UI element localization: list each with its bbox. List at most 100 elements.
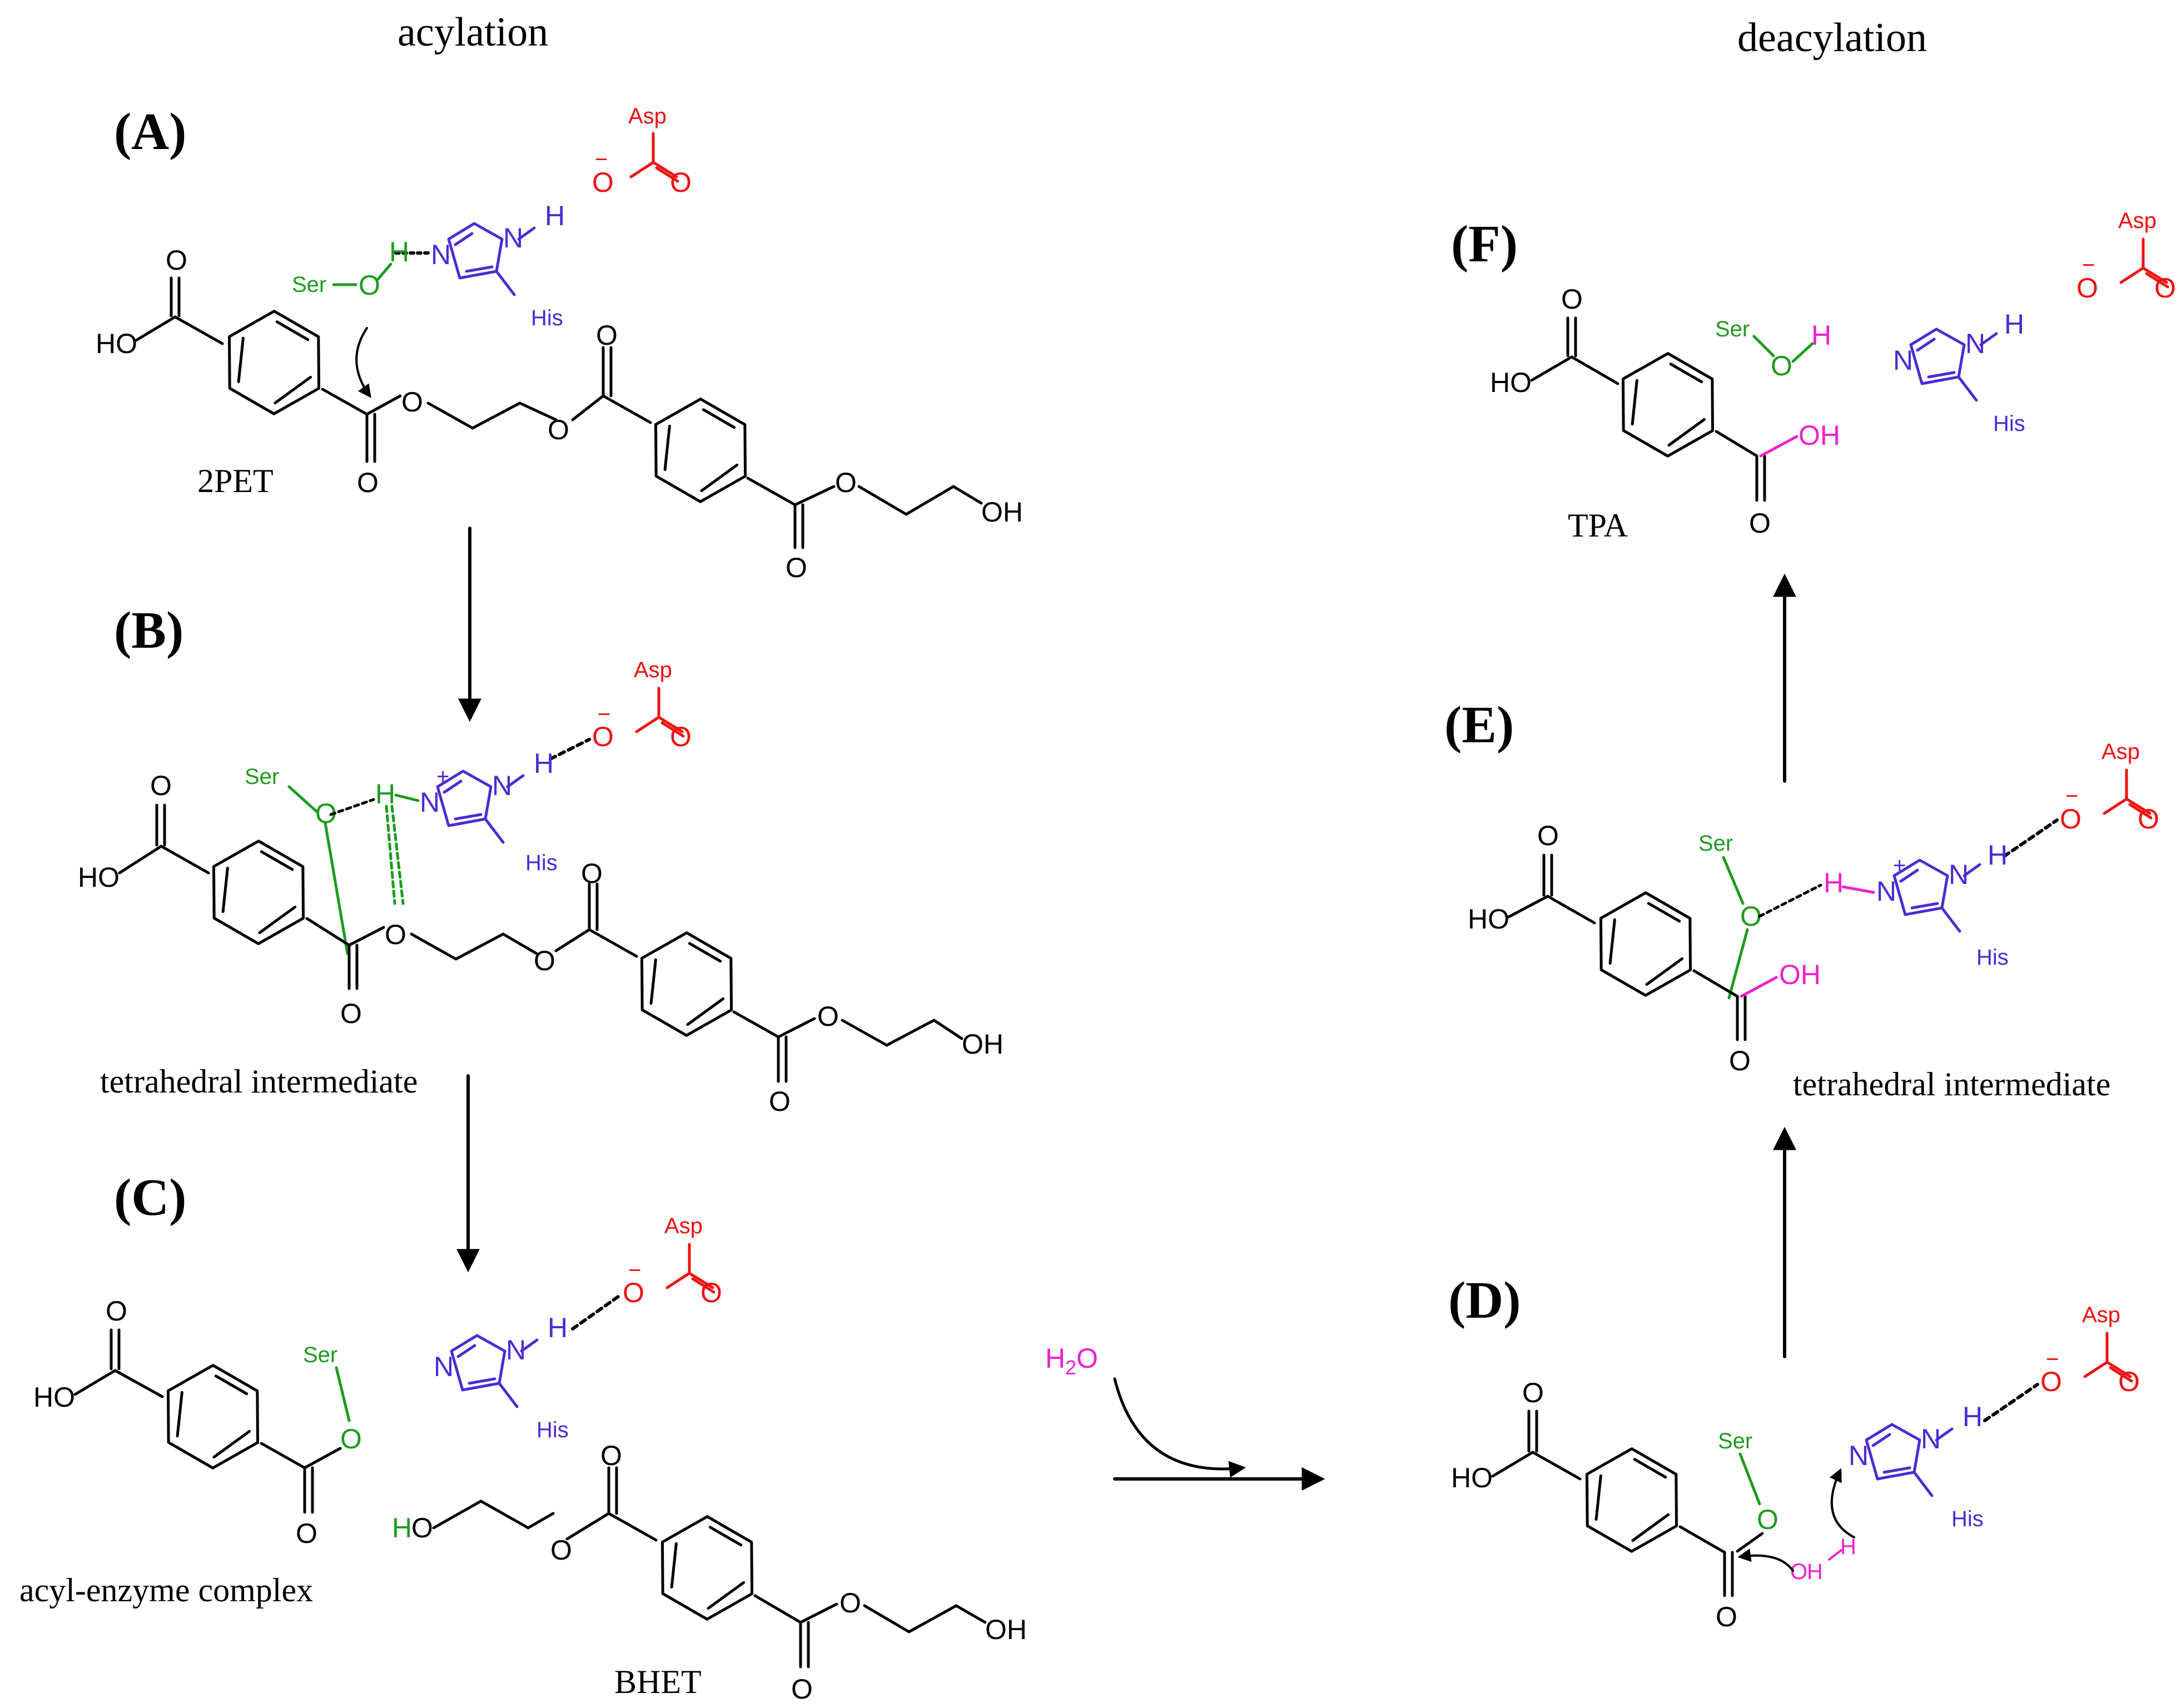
svg-text:−: − bbox=[2046, 1347, 2059, 1372]
serine-residue: Ser O H bbox=[245, 764, 420, 955]
svg-text:H: H bbox=[1811, 320, 1831, 351]
acyl-enzyme-complex-molecule: O HO O O Ser bbox=[33, 1295, 362, 1549]
aspartate-residue: Asp O − O bbox=[1983, 1303, 2140, 1422]
svg-text:H: H bbox=[545, 200, 565, 231]
svg-text:N: N bbox=[434, 1351, 454, 1382]
bhet-caption: BHET bbox=[614, 1664, 702, 1700]
histidine-residue: N N H His bbox=[394, 200, 565, 330]
svg-text:O: O bbox=[1537, 820, 1559, 851]
svg-text:O: O bbox=[600, 1440, 622, 1471]
aspartate-residue: Asp O − O bbox=[2076, 208, 2176, 304]
svg-text:OH: OH bbox=[1779, 959, 1821, 990]
water-label: H2O bbox=[1045, 1343, 1098, 1379]
histidine-residue: N + N H His H bbox=[1824, 840, 2009, 970]
svg-text:HO: HO bbox=[1468, 903, 1509, 935]
svg-text:Ser: Ser bbox=[1718, 1429, 1752, 1453]
svg-text:O: O bbox=[2040, 1366, 2062, 1397]
svg-text:O: O bbox=[2076, 272, 2098, 304]
svg-text:N: N bbox=[492, 770, 512, 801]
svg-text:O: O bbox=[2060, 803, 2081, 835]
tetrahedral-intermediate-caption-e: tetrahedral intermediate bbox=[1793, 1066, 2110, 1103]
acyl-enzyme-complex-caption: acyl-enzyme complex bbox=[19, 1572, 313, 1608]
serine-residue: Ser O H bbox=[1715, 317, 1831, 381]
serine-residue: Ser O bbox=[1718, 1429, 1778, 1553]
aspartate-residue: Asp O − O bbox=[2003, 739, 2159, 858]
svg-text:O: O bbox=[340, 998, 362, 1029]
svg-text:OH: OH bbox=[981, 496, 1023, 528]
svg-text:HO: HO bbox=[96, 328, 137, 359]
svg-text:HO: HO bbox=[78, 862, 120, 893]
svg-text:O: O bbox=[1771, 350, 1792, 381]
svg-text:H: H bbox=[1824, 867, 1844, 898]
svg-text:Ser: Ser bbox=[292, 272, 326, 297]
svg-text:O: O bbox=[1716, 1601, 1737, 1632]
svg-text:O: O bbox=[2154, 272, 2176, 304]
svg-text:His: His bbox=[536, 1418, 569, 1442]
svg-text:N: N bbox=[431, 239, 451, 270]
tpa-caption: TPA bbox=[1568, 507, 1628, 544]
svg-text:O: O bbox=[1790, 1560, 1807, 1584]
acylation-header: acylation bbox=[398, 9, 548, 55]
svg-text:HO: HO bbox=[1490, 367, 1532, 398]
svg-text:O: O bbox=[411, 1512, 433, 1543]
svg-text:His: His bbox=[1976, 945, 2009, 970]
svg-text:His: His bbox=[531, 306, 563, 330]
acyl-enzyme-molecule-d: O HO O bbox=[1451, 1377, 1737, 1632]
aspartate-residue: Asp O − O bbox=[571, 1214, 722, 1330]
svg-text:O: O bbox=[670, 167, 692, 198]
svg-text:N: N bbox=[1893, 345, 1913, 376]
histidine-residue: N + N H His bbox=[420, 748, 558, 875]
svg-text:N: N bbox=[503, 222, 523, 254]
svg-text:H: H bbox=[534, 748, 554, 779]
svg-text:H: H bbox=[1807, 1560, 1823, 1584]
panel-c-label: (C) bbox=[114, 1169, 187, 1227]
svg-text:N: N bbox=[1965, 328, 1985, 359]
panel-a: (A) Asp O − O N N H His Ser O H bbox=[96, 103, 1023, 583]
svg-text:O: O bbox=[150, 770, 172, 801]
svg-text:−: − bbox=[598, 702, 610, 727]
svg-text:H: H bbox=[1840, 1535, 1856, 1559]
svg-text:O: O bbox=[1561, 284, 1583, 315]
svg-text:OH: OH bbox=[985, 1614, 1027, 1645]
svg-text:O: O bbox=[340, 1423, 362, 1454]
2pet-molecule: O HO O O O O O O bbox=[96, 245, 1023, 583]
svg-text:O: O bbox=[596, 320, 618, 351]
svg-text:His: His bbox=[1993, 411, 2025, 436]
svg-text:HO: HO bbox=[1451, 1462, 1493, 1493]
panel-a-label: (A) bbox=[114, 103, 187, 161]
svg-text:O: O bbox=[592, 167, 614, 198]
tetrahedral-intermediate-caption-b: tetrahedral intermediate bbox=[100, 1063, 418, 1100]
svg-text:Ser: Ser bbox=[1698, 831, 1733, 856]
panel-f-label: (F) bbox=[1451, 215, 1518, 273]
panel-b-label: (B) bbox=[114, 602, 183, 659]
svg-text:O: O bbox=[106, 1295, 127, 1327]
svg-text:H: H bbox=[392, 1512, 412, 1543]
svg-text:O: O bbox=[786, 552, 807, 583]
svg-text:His: His bbox=[525, 851, 558, 875]
panel-d: (D) Asp O − O N N H His Ser O H O bbox=[1448, 1272, 2140, 1632]
tetrahedral-intermediate-molecule-e: O HO O OH bbox=[1468, 820, 1821, 1076]
svg-text:−: − bbox=[628, 1258, 641, 1283]
svg-text:H: H bbox=[375, 778, 395, 810]
svg-text:−: − bbox=[2065, 784, 2078, 808]
svg-text:O: O bbox=[385, 919, 406, 950]
svg-text:O: O bbox=[534, 945, 555, 976]
svg-text:Ser: Ser bbox=[303, 1343, 337, 1367]
svg-text:O: O bbox=[296, 1518, 317, 1549]
panel-c: (C) Asp O − O N N H His O HO bbox=[19, 1169, 1027, 1705]
svg-text:H: H bbox=[389, 236, 409, 267]
serine-residue: Ser O bbox=[1698, 831, 1822, 1000]
deacylation-header: deacylation bbox=[1737, 15, 1927, 61]
tpa-molecule: O HO O OH bbox=[1490, 284, 1840, 539]
svg-text:Asp: Asp bbox=[2101, 739, 2140, 764]
bhet-molecule: H O O O O O OH bbox=[392, 1440, 1027, 1705]
svg-text:O: O bbox=[581, 858, 603, 889]
svg-text:OH: OH bbox=[962, 1029, 1003, 1060]
svg-text:O: O bbox=[401, 386, 423, 418]
svg-text:Asp: Asp bbox=[2118, 208, 2157, 233]
svg-text:O: O bbox=[1729, 1045, 1751, 1076]
svg-text:N: N bbox=[1949, 859, 1969, 890]
svg-text:OH: OH bbox=[1799, 420, 1840, 451]
water-nucleophile: H O H bbox=[1737, 1535, 1856, 1584]
